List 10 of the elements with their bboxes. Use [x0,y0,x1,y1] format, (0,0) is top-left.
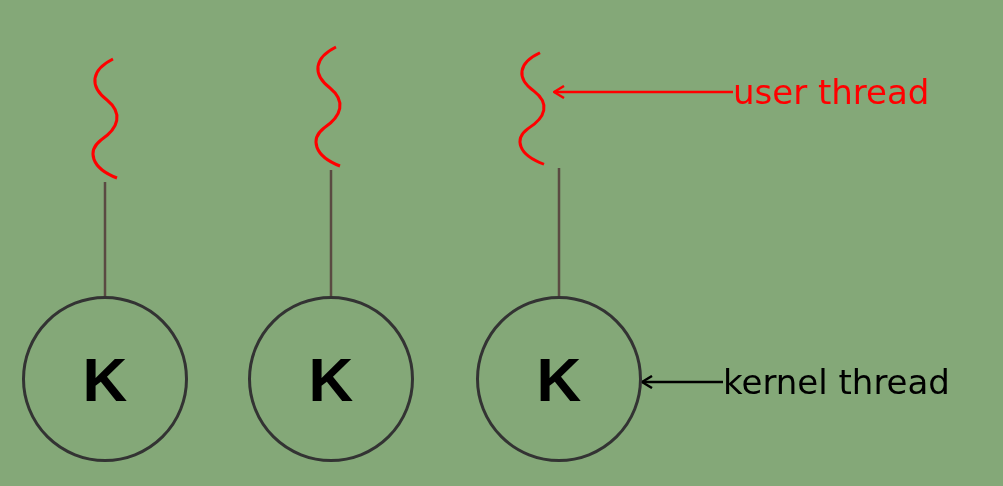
callout-label: user thread [733,72,930,112]
connector-line [103,182,107,296]
kernel-thread-circle: K [248,296,414,462]
connector-line [329,170,333,296]
kernel-thread-circle: K [22,296,188,462]
connector-line [557,168,561,296]
arrow [552,84,733,100]
kernel-thread-circle: K [476,296,642,462]
callout-label: kernel thread [723,362,950,402]
arrow [640,374,723,390]
